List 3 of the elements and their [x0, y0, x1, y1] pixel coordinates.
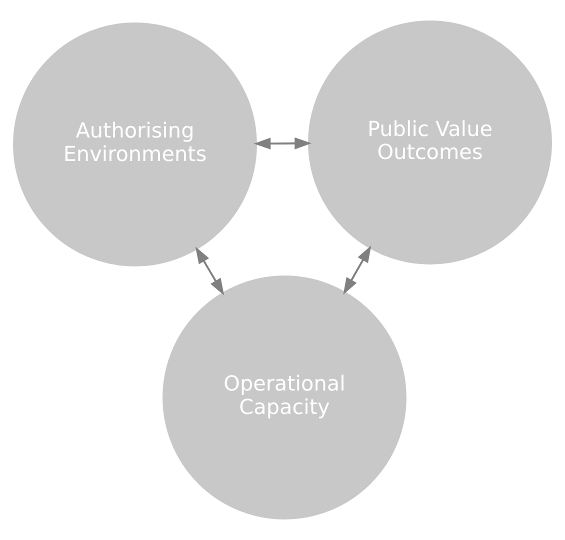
- arrow: [343, 246, 372, 295]
- arrow: [195, 246, 224, 296]
- arrow: [254, 137, 312, 150]
